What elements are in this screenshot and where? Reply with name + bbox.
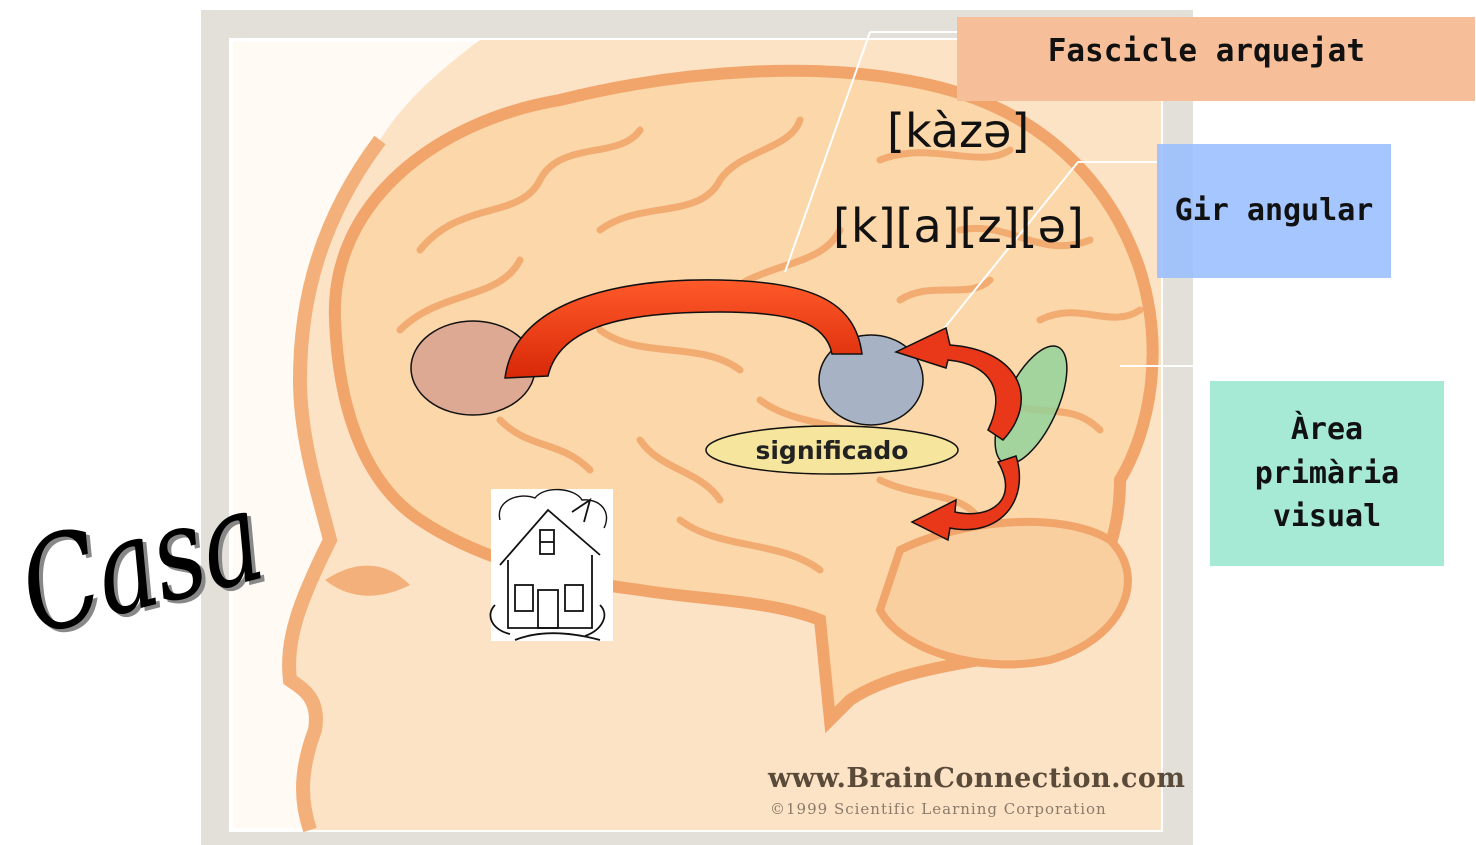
visual-area-label-line-2: primària: [1254, 455, 1400, 491]
brain-gyri: [396, 116, 1144, 574]
house-icon: [489, 488, 613, 641]
eye: [325, 565, 410, 596]
phonetic-segments: [k][a][z][ə]: [833, 199, 1084, 253]
arcuate-arrow: [504, 279, 863, 379]
visual-to-temporal-arrow: [910, 455, 1021, 542]
fascicle-label-box: Fascicle arquejat: [957, 17, 1475, 101]
credit-copyright: ©1999 Scientific Learning Corporation: [770, 800, 1107, 818]
visual-area-label-line-1: Àrea: [1290, 412, 1364, 448]
credit-url: www.BrainConnection.com: [768, 763, 1186, 794]
angular-gyrus-label: Gir angular: [1174, 193, 1374, 229]
visual-to-angular-arrow: [893, 326, 1022, 441]
visual-area-label-box: Àrea primària visual: [1210, 381, 1444, 566]
meaning-oval: [705, 425, 959, 475]
fascicle-label: Fascicle arquejat: [1047, 33, 1365, 69]
angular-gyrus-area: [818, 334, 924, 426]
meaning-label: significado: [755, 435, 909, 465]
face-outline: [282, 135, 386, 833]
cerebellum: [875, 517, 1132, 669]
visual-area-label-line-3: visual: [1272, 499, 1382, 535]
leader-lines: [784, 31, 1210, 367]
phonetic-word: [kàzə]: [887, 104, 1030, 158]
angular-gyrus-label-box: Gir angular: [1157, 144, 1391, 278]
